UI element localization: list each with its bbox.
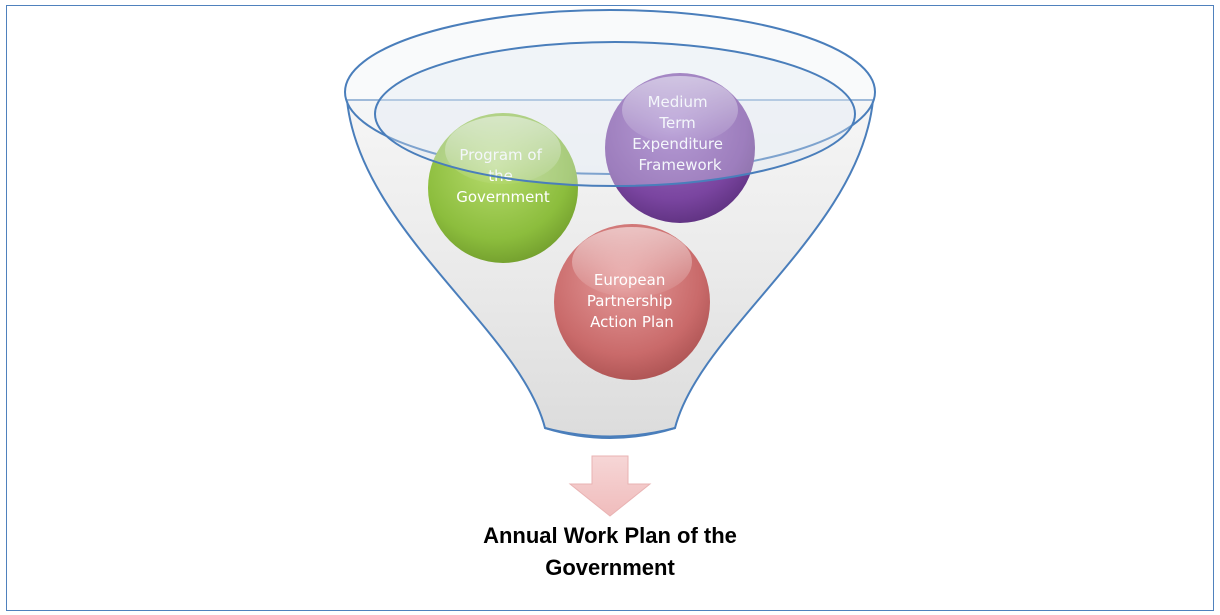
- input-circle-program: Program of the Government: [428, 113, 578, 263]
- down-arrow-icon: [568, 455, 652, 517]
- funnel-rim-inner: [374, 41, 856, 187]
- output-label-line-1: Annual Work Plan of the: [483, 523, 737, 548]
- input-circle-eu-partnership: European Partnership Action Plan: [554, 224, 710, 380]
- input-circle-mtef: Medium Term Expenditure Framework: [605, 73, 755, 223]
- output-label: Annual Work Plan of the Government: [410, 520, 810, 584]
- svg-text:Medium Term Expend: Medium Term Expenditure Framework: [632, 93, 728, 174]
- svg-text:Program of the Gov: Program of the Government: [456, 146, 550, 206]
- output-label-line-2: Government: [545, 555, 675, 580]
- funnel-bottom: [544, 427, 676, 439]
- svg-text:European Partnership: European Partnership Action Plan: [587, 271, 677, 331]
